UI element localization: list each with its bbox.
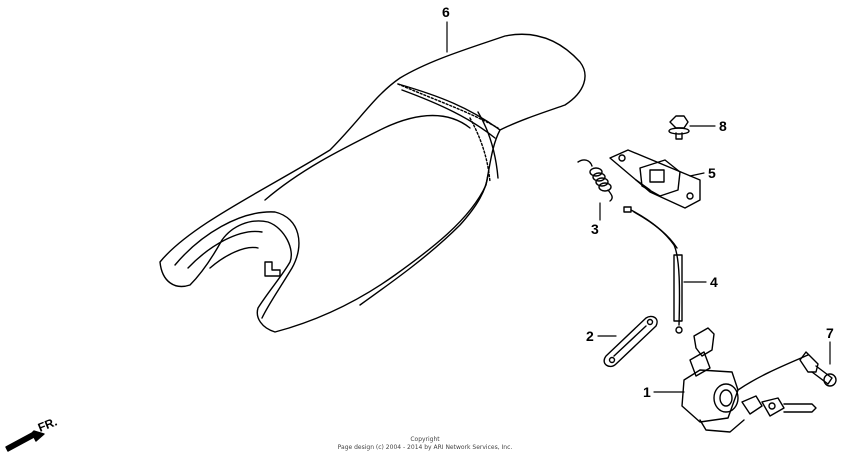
front-direction-arrow-icon bbox=[5, 430, 45, 452]
callout-6[interactable]: 6 bbox=[442, 4, 450, 20]
callout-8[interactable]: 8 bbox=[719, 118, 727, 134]
hook-spring-illustration bbox=[577, 159, 613, 202]
callout-1[interactable]: 1 bbox=[643, 384, 651, 400]
seat-illustration bbox=[159, 33, 586, 333]
flange-bolt-illustration bbox=[668, 115, 690, 140]
callout-7[interactable]: 7 bbox=[826, 325, 834, 341]
callout-5[interactable]: 5 bbox=[708, 165, 716, 181]
seat-lock-assembly-illustration bbox=[681, 327, 817, 433]
copyright-title: Copyright bbox=[410, 436, 440, 443]
seat-catch-hook-illustration bbox=[609, 149, 701, 209]
direction-label: FR. bbox=[36, 415, 59, 435]
callout-3[interactable]: 3 bbox=[591, 221, 599, 237]
leader-lines bbox=[446, 21, 831, 393]
bolt-illustration bbox=[799, 351, 837, 387]
callout-2[interactable]: 2 bbox=[586, 328, 594, 344]
seat-lock-plate-illustration bbox=[603, 315, 658, 368]
seat-lock-cable-illustration bbox=[623, 206, 683, 334]
copyright-notice: Page design (c) 2004 - 2014 by ARI Netwo… bbox=[337, 444, 513, 451]
callout-4[interactable]: 4 bbox=[710, 274, 718, 290]
